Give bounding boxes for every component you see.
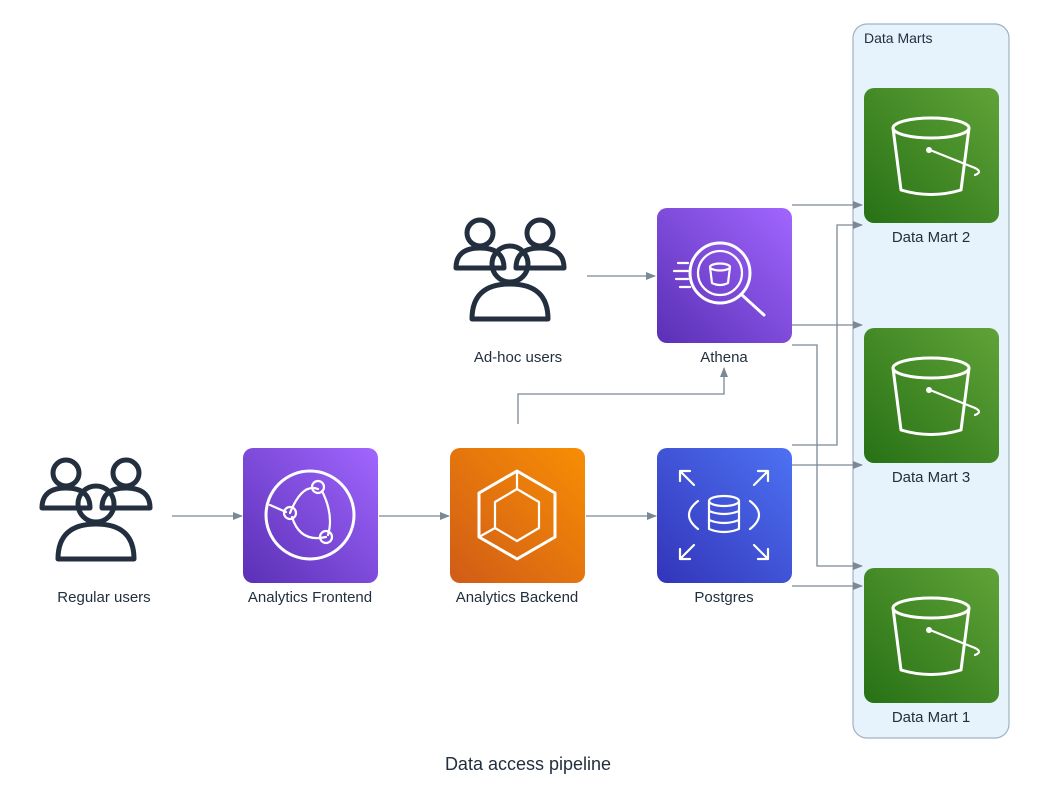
service-tile [864,328,999,463]
service-tile [657,208,792,343]
node-label: Data Mart 1 [892,709,970,726]
node-athena[interactable]: Athena [657,208,792,366]
edge-athena-to-mart1 [792,344,863,570]
service-tile [450,448,585,583]
node-label: Analytics Frontend [248,589,372,606]
cloudfront-icon [264,469,356,561]
ecs-icon [477,469,557,561]
node-label: Regular users [57,589,150,606]
edge-postgres-to-mart2 [792,221,863,446]
node-regular-users[interactable]: Regular users [42,460,151,606]
node-analytics-backend[interactable]: Analytics Backend [450,448,585,606]
node-label: Data Mart 2 [892,229,970,246]
node-label: Athena [700,349,748,366]
service-tile [657,448,792,583]
node-adhoc-users[interactable]: Ad-hoc users [456,220,564,366]
cluster-label: Data Marts [864,30,932,46]
node-label: Analytics Backend [456,589,579,606]
users-group-icon [456,220,564,319]
node-analytics-frontend[interactable]: Analytics Frontend [243,448,378,606]
node-label: Postgres [694,589,753,606]
node-postgres[interactable]: Postgres [657,448,792,606]
edges [172,201,863,590]
edge-backend-to-athena [517,367,728,424]
node-data-mart-1[interactable]: Data Mart 1 [864,568,999,726]
node-data-mart-3[interactable]: Data Mart 3 [864,328,999,486]
node-label: Data Mart 3 [892,469,970,486]
service-tile [864,88,999,223]
users-group-icon [42,460,150,559]
diagram-title: Data access pipeline [445,754,611,774]
node-data-mart-2[interactable]: Data Mart 2 [864,88,999,246]
rds-icon [678,469,770,561]
node-label: Ad-hoc users [474,349,562,366]
athena-icon [672,241,766,317]
service-tile [243,448,378,583]
service-tile [864,568,999,703]
